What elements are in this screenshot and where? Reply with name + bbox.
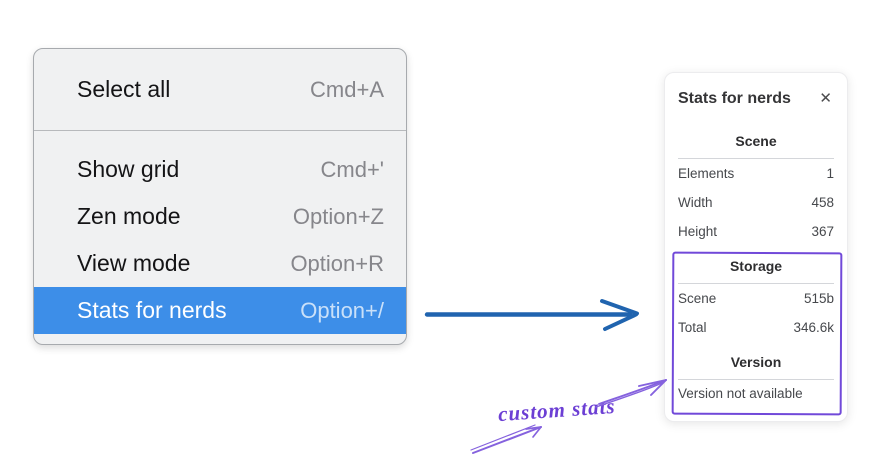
menu-item-shortcut: Cmd+A — [310, 76, 384, 102]
menu-item-shortcut: Option+Z — [292, 203, 384, 229]
annotation-arrow-lower-left — [470, 424, 542, 454]
stats-panel: Stats for nerds ✕ Scene Elements 1 Width… — [664, 72, 848, 422]
menu-item-shortcut: Cmd+' — [320, 156, 385, 182]
close-icon[interactable]: ✕ — [819, 90, 832, 107]
menu-item-label: Show grid — [77, 156, 180, 182]
stat-row-scene-storage: Scene 515b — [678, 284, 834, 313]
stat-row-height: Height 367 — [678, 217, 834, 246]
section-header-version: Version — [730, 354, 782, 370]
stats-panel-header: Stats for nerds ✕ — [678, 89, 834, 108]
menu-group: Show grid Cmd+' Zen mode Option+Z View m… — [34, 131, 406, 334]
stat-value: 367 — [811, 224, 834, 239]
section-divider — [678, 283, 834, 284]
menu-item-show-grid[interactable]: Show grid Cmd+' — [34, 146, 406, 193]
stat-label: Width — [678, 195, 713, 210]
menu-item-stats-for-nerds[interactable]: Stats for nerds Option+/ — [34, 287, 406, 334]
menu-item-select-all[interactable]: Select all Cmd+A — [34, 49, 406, 130]
menu-item-shortcut: Option+/ — [300, 297, 384, 323]
stat-label: Scene — [678, 291, 717, 306]
stat-row-total-storage: Total 346.6k — [678, 313, 834, 342]
section-header-storage: Storage — [729, 258, 783, 274]
menu-item-view-mode[interactable]: View mode Option+R — [34, 240, 406, 287]
section-divider — [678, 379, 834, 380]
flow-arrow — [424, 299, 639, 331]
section-divider — [678, 158, 834, 159]
stat-value: 515b — [803, 291, 834, 306]
menu-divider — [34, 130, 406, 131]
menu-item-zen-mode[interactable]: Zen mode Option+Z — [34, 193, 406, 240]
stat-value: 346.6k — [793, 320, 834, 335]
stat-label: Total — [678, 320, 707, 335]
menu-item-label: Stats for nerds — [77, 297, 227, 323]
menu-item-label: View mode — [77, 250, 191, 276]
stat-value: 458 — [811, 195, 834, 210]
version-note: Version not available — [678, 386, 803, 401]
custom-stats-annotation: custom stats — [497, 393, 617, 427]
menu-item-shortcut: Option+R — [290, 250, 384, 276]
section-header-scene: Scene — [735, 133, 777, 149]
menu-item-label: Zen mode — [77, 203, 181, 229]
stats-panel-title: Stats for nerds — [678, 89, 791, 107]
stat-row-width: Width 458 — [678, 188, 834, 217]
stat-label: Elements — [678, 166, 735, 181]
stat-label: Height — [678, 224, 718, 239]
context-menu: Select all Cmd+A Show grid Cmd+' Zen mod… — [33, 48, 407, 345]
stat-value: 1 — [826, 166, 834, 181]
menu-item-label: Select all — [77, 76, 171, 102]
stat-row-elements: Elements 1 — [678, 159, 834, 188]
